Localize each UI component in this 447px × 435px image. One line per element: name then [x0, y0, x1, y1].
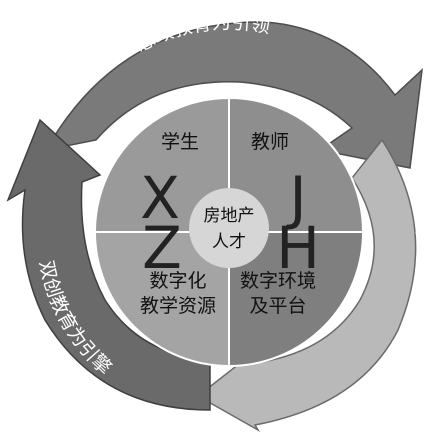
letter-x: X — [140, 164, 180, 232]
quadrant-label-bottom-left-line2: 教学资源 — [140, 295, 216, 317]
center-label-line2: 人才 — [212, 232, 246, 252]
letter-h: H — [276, 214, 320, 282]
top-arrow-segment — [44, 21, 423, 169]
quadrant-label-bottom-left-line1: 数字化 — [149, 270, 206, 292]
center-label-line1: 房地产 — [204, 206, 255, 226]
quadrant-label-top-right: 教师 — [251, 131, 289, 153]
letter-z: Z — [142, 214, 182, 282]
letter-j: J — [286, 164, 306, 232]
quadrant-top-right — [228, 96, 365, 233]
center-disc — [189, 188, 269, 268]
quadrant-label-bottom-right-line2: 及平台 — [249, 295, 306, 317]
quadrant-bottom-left — [93, 231, 230, 368]
quadrant-top-left — [93, 96, 230, 233]
quadrant-bottom-right — [228, 231, 365, 368]
quadrant-label-top-left: 学生 — [161, 131, 199, 153]
quadrant-label-bottom-right-line1: 数字环境 — [240, 270, 316, 292]
left-arrow-segment — [6, 118, 211, 411]
